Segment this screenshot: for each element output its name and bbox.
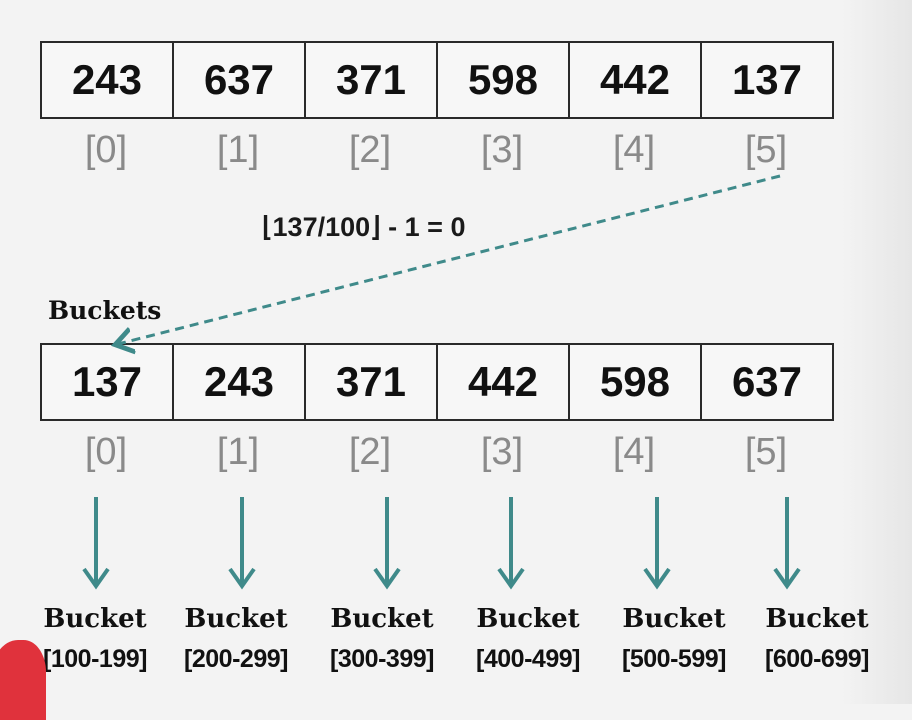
bucket-index-4: [4]	[612, 431, 656, 473]
bucket-index-3: [3]	[480, 431, 524, 473]
bucket-label-5: Bucket	[765, 604, 869, 634]
input-cell-5: 137	[700, 41, 834, 119]
bucket-index-5: [5]	[744, 431, 788, 473]
bucket-cell-2: 371	[304, 343, 438, 421]
bucket-label-0: Bucket	[43, 604, 147, 634]
bucket-index-2: [2]	[348, 431, 392, 473]
bucket-arrow-3	[497, 497, 525, 590]
arrows-layer	[82, 174, 801, 590]
bucket-range-5: [600-699]	[765, 645, 869, 673]
input-cell-0: 243	[40, 41, 174, 119]
input-index-4: [4]	[612, 129, 656, 171]
input-array: 243 637 371 598 442 137	[40, 41, 834, 119]
bucket-range-2: [300-399]	[330, 645, 434, 673]
dashed-arrow	[118, 174, 781, 344]
bucket-range-4: [500-599]	[622, 645, 726, 673]
red-blob-decoration	[0, 640, 46, 720]
input-index-row: [0] [1] [2] [3] [4] [5]	[40, 129, 832, 172]
bucket-index-0: [0]	[84, 431, 128, 473]
bucket-arrow-4	[643, 497, 671, 590]
bucket-formula: ⌊137/100⌋ - 1 = 0	[262, 212, 466, 242]
bucket-label-2: Bucket	[330, 604, 434, 634]
bucket-range-3: [400-499]	[476, 645, 580, 673]
bucket-arrow-0	[82, 497, 110, 590]
input-index-5: [5]	[744, 129, 788, 171]
bucket-cell-4: 598	[568, 343, 702, 421]
input-cell-4: 442	[568, 41, 702, 119]
bucket-cell-3: 442	[436, 343, 570, 421]
bucket-array: 137 243 371 442 598 637	[40, 343, 834, 421]
bucket-cell-1: 243	[172, 343, 306, 421]
bucket-label-4: Bucket	[622, 604, 726, 634]
background-shade	[842, 0, 912, 704]
bucket-arrow-5	[773, 497, 801, 590]
bucket-cell-5: 637	[700, 343, 834, 421]
input-cell-3: 598	[436, 41, 570, 119]
bucket-arrow-1	[228, 497, 256, 590]
input-index-3: [3]	[480, 129, 524, 171]
input-index-2: [2]	[348, 129, 392, 171]
buckets-title: Buckets	[48, 296, 162, 325]
input-index-0: [0]	[84, 129, 128, 171]
bucket-label-1: Bucket	[184, 604, 288, 634]
bucket-label-3: Bucket	[476, 604, 580, 634]
input-cell-2: 371	[304, 41, 438, 119]
bucket-index-row: [0] [1] [2] [3] [4] [5]	[40, 431, 832, 474]
input-index-1: [1]	[216, 129, 260, 171]
bucket-range-0: [100-199]	[43, 645, 147, 673]
bucket-range-1: [200-299]	[184, 645, 288, 673]
bucket-arrow-2	[373, 497, 401, 590]
bucket-index-1: [1]	[216, 431, 260, 473]
